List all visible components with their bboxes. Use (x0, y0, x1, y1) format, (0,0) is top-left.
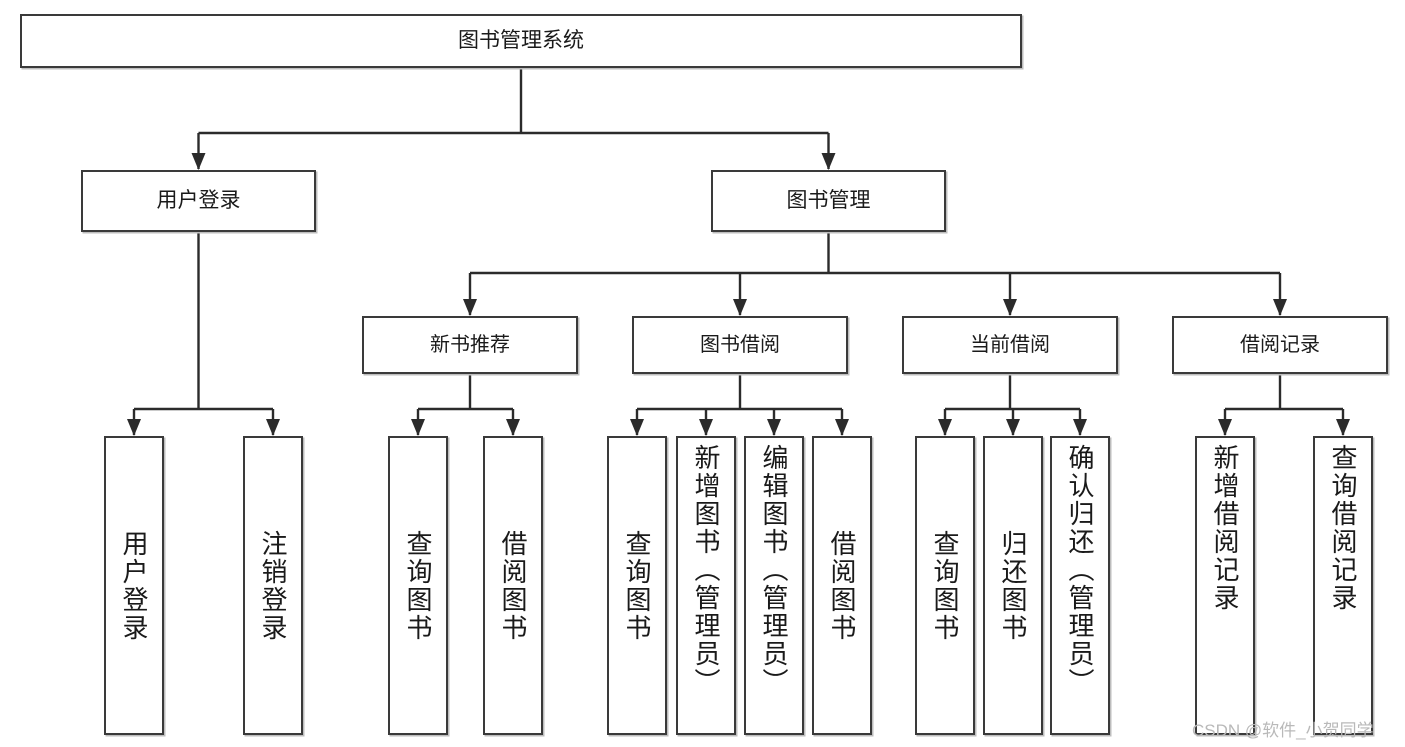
node-leaf_2[interactable]: 注销登录 (243, 436, 303, 735)
node-label: 注销登录 (258, 529, 288, 642)
edge-arrowhead (463, 299, 477, 316)
edge-arrowhead (733, 299, 747, 316)
edge-arrowhead (835, 419, 849, 436)
node-leaf_12[interactable]: 新增借阅记录 (1195, 436, 1255, 735)
edge-arrowhead (1003, 299, 1017, 316)
node-label: 确认归还（管理员） (1065, 444, 1095, 696)
node-leaf_4[interactable]: 借阅图书 (483, 436, 543, 735)
edge-arrowhead (411, 419, 425, 436)
edge-arrowhead (1273, 299, 1287, 316)
edge-arrowhead (191, 153, 206, 170)
node-leaf_8[interactable]: 借阅图书 (812, 436, 872, 735)
node-label: 借阅记录 (1240, 333, 1320, 356)
edge-arrowhead (630, 419, 644, 436)
node-cur_borrow[interactable]: 当前借阅 (902, 316, 1118, 374)
node-leaf_7[interactable]: 编辑图书（管理员） (744, 436, 804, 735)
edge-arrowhead (938, 419, 952, 436)
node-label: 新增借阅记录 (1210, 444, 1240, 612)
node-leaf_10[interactable]: 归还图书 (983, 436, 1043, 735)
edge-arrowhead (1218, 419, 1232, 436)
edge-arrowhead (127, 419, 141, 436)
node-label: 图书管理 (786, 189, 871, 213)
edge-arrowhead (767, 419, 781, 436)
node-label: 查询借阅记录 (1328, 444, 1358, 612)
node-label: 查询图书 (622, 529, 652, 642)
node-leaf_6[interactable]: 新增图书（管理员） (676, 436, 736, 735)
node-label: 归还图书 (998, 529, 1028, 642)
node-book_borrow[interactable]: 图书借阅 (632, 316, 848, 374)
node-label: 用户登录 (156, 189, 241, 213)
node-label: 借阅图书 (498, 529, 528, 642)
node-label: 当前借阅 (970, 333, 1050, 356)
node-label: 借阅图书 (827, 529, 857, 642)
node-borrow_log[interactable]: 借阅记录 (1172, 316, 1388, 374)
node-label: 图书借阅 (700, 333, 780, 356)
node-leaf_5[interactable]: 查询图书 (607, 436, 667, 735)
edge-arrowhead (1073, 419, 1087, 436)
node-new_rec[interactable]: 新书推荐 (362, 316, 578, 374)
node-leaf_3[interactable]: 查询图书 (388, 436, 448, 735)
edge-arrowhead (506, 419, 520, 436)
node-leaf_11[interactable]: 确认归还（管理员） (1050, 436, 1110, 735)
node-label: 编辑图书（管理员） (759, 444, 789, 696)
node-book_mgmt[interactable]: 图书管理 (711, 170, 946, 232)
edge-arrowhead (1006, 419, 1020, 436)
node-user_login[interactable]: 用户登录 (81, 170, 316, 232)
edge-arrowhead (1336, 419, 1350, 436)
node-leaf_1[interactable]: 用户登录 (104, 436, 164, 735)
node-leaf_13[interactable]: 查询借阅记录 (1313, 436, 1373, 735)
node-label: 图书管理系统 (458, 29, 584, 53)
node-label: 新增图书（管理员） (691, 444, 721, 696)
node-label: 用户登录 (119, 529, 149, 642)
node-root[interactable]: 图书管理系统 (20, 14, 1022, 68)
node-leaf_9[interactable]: 查询图书 (915, 436, 975, 735)
edge-arrowhead (699, 419, 713, 436)
node-label: 查询图书 (403, 529, 433, 642)
node-label: 新书推荐 (430, 333, 510, 356)
node-label: 查询图书 (930, 529, 960, 642)
edge-arrowhead (821, 153, 836, 170)
edge-arrowhead (266, 419, 280, 436)
